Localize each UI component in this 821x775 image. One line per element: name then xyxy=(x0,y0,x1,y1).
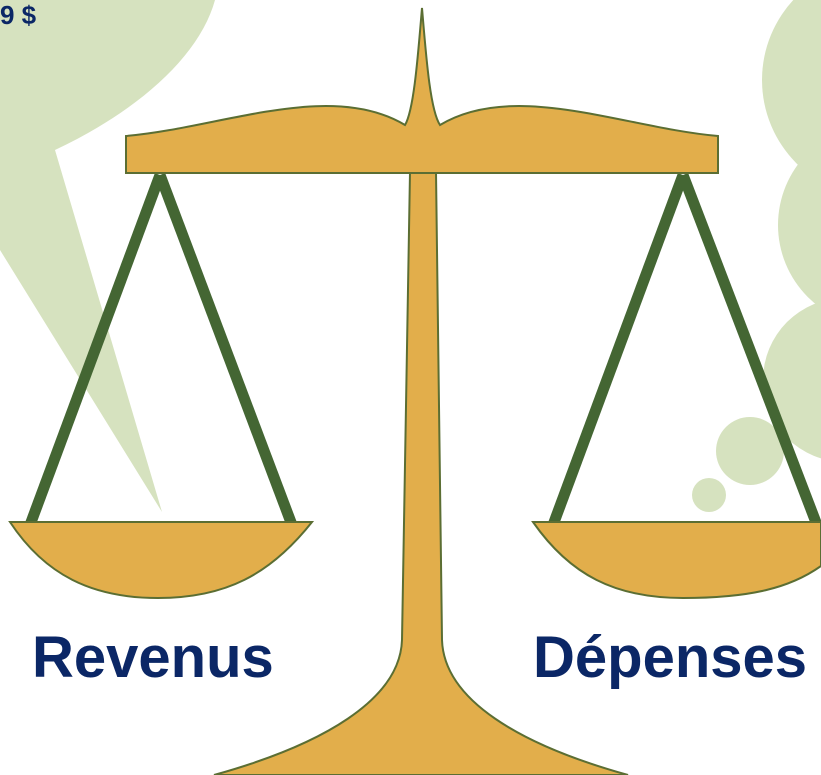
left-chain-inner xyxy=(154,173,298,527)
left-pan xyxy=(8,521,315,600)
thought-dot-small xyxy=(692,478,726,512)
thought-dot-large xyxy=(716,417,784,485)
right-thought-bubble-middle xyxy=(778,141,821,309)
right-pan xyxy=(531,521,821,600)
scale-post-and-base xyxy=(213,171,629,775)
right-chain-outer xyxy=(677,173,821,527)
expenses-label: Dépenses xyxy=(533,625,808,690)
left-speech-bubble xyxy=(0,0,215,512)
scale-crossbeam xyxy=(125,7,719,174)
right-thought-bubble-large xyxy=(762,0,821,183)
revenue-label: Revenus xyxy=(32,625,274,690)
right-chain-inner xyxy=(547,173,689,527)
speech-bubble-text: 9 $ xyxy=(0,0,37,30)
left-chain-outer xyxy=(24,173,166,527)
